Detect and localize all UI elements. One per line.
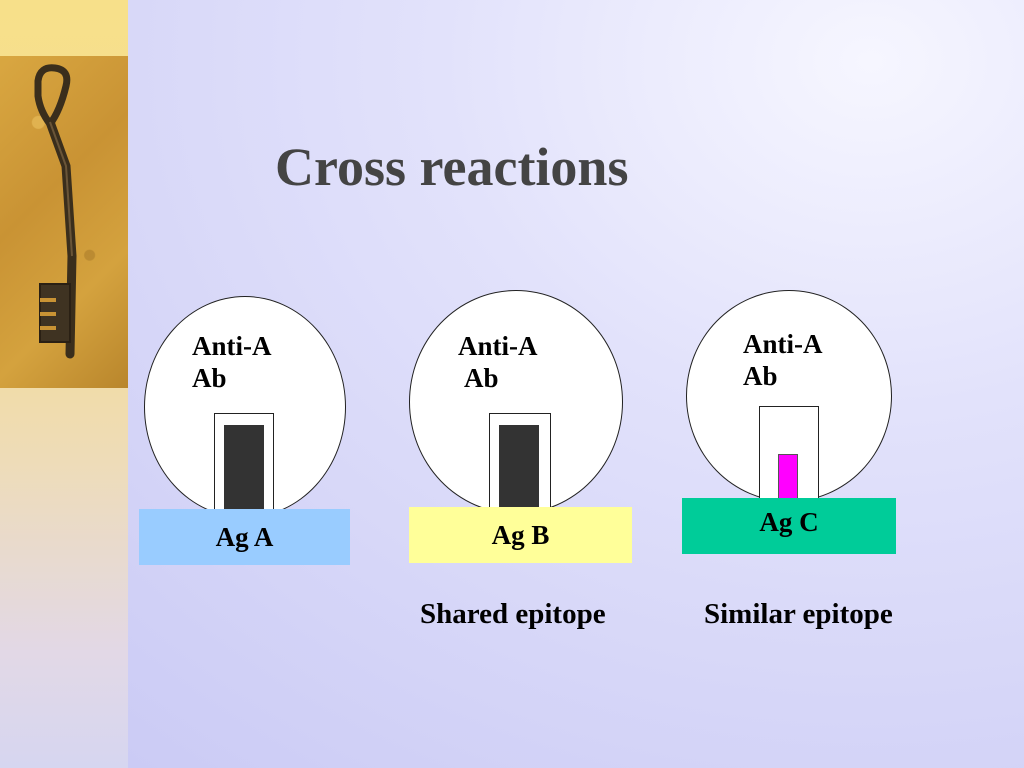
antigen-label: Ag B <box>491 519 550 550</box>
antigen-label: Ag C <box>759 506 819 537</box>
antibody-label-line2: Ab <box>464 363 499 394</box>
antigen-box: Ag C <box>682 498 896 554</box>
epitope <box>499 425 539 509</box>
epitope <box>224 425 264 511</box>
antigen-box: Ag B <box>409 507 632 563</box>
epitope <box>778 454 798 500</box>
antibody-label-line1: Anti-A <box>743 329 823 359</box>
antibody-label-line1: Anti-A <box>192 331 272 361</box>
antibody-label: Anti-A Ab <box>458 330 538 395</box>
caption-shared-epitope: Shared epitope <box>420 598 606 630</box>
antibody-label-line2: Ab <box>743 361 778 392</box>
caption-similar-epitope: Similar epitope <box>704 598 893 630</box>
antigen-label: Ag A <box>215 521 274 552</box>
key-image <box>0 56 128 388</box>
antibody-label: Anti-A Ab <box>192 330 272 395</box>
antigen-box: Ag A <box>139 509 350 565</box>
antibody-label-line1: Anti-A <box>458 331 538 361</box>
slide-title: Cross reactions <box>275 137 629 197</box>
antibody-label-line2: Ab <box>192 363 227 394</box>
antibody-label: Anti-A Ab <box>743 328 823 393</box>
skeleton-key-icon <box>34 64 77 359</box>
